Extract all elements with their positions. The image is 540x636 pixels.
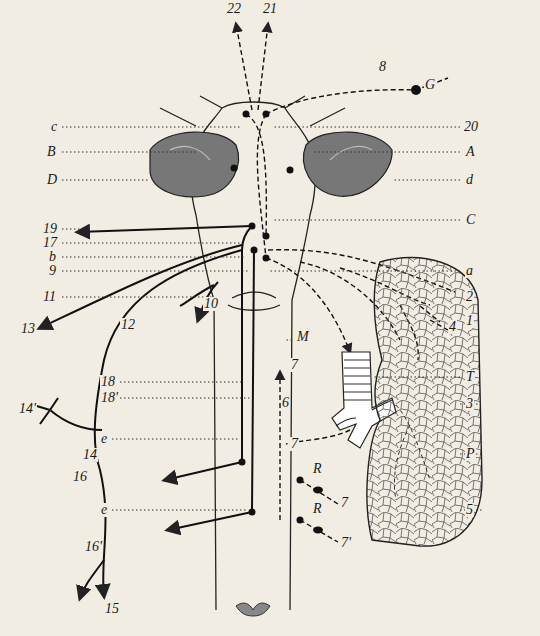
peduncle xyxy=(150,132,392,197)
motor-fibre xyxy=(30,226,254,598)
part-letter: C xyxy=(465,213,476,227)
part-letter: e xyxy=(100,432,108,446)
callout-number: 10 xyxy=(203,297,219,311)
callout-number: 21 xyxy=(262,2,278,16)
part-letter: D xyxy=(46,173,58,187)
callout-number: 14' xyxy=(18,402,37,416)
callout-number: 6 xyxy=(281,396,290,410)
part-letter: a xyxy=(465,264,474,278)
cord-section xyxy=(236,603,270,616)
callout-number: 7 xyxy=(340,496,349,510)
callout-number: 19 xyxy=(42,222,58,236)
part-letter: R xyxy=(312,502,323,516)
part-letter: A xyxy=(465,145,476,159)
part-letter: M xyxy=(296,330,310,344)
callout-number: 2 xyxy=(465,290,474,304)
callout-number: 17 xyxy=(42,236,58,250)
callout-number: 16 xyxy=(72,470,88,484)
callout-number: 7' xyxy=(340,536,352,550)
callout-number: 18' xyxy=(100,391,119,405)
callout-number: 11 xyxy=(42,290,57,304)
part-letter: d xyxy=(465,173,474,187)
part-letter: P xyxy=(465,447,476,461)
callout-number: 13 xyxy=(20,322,36,336)
part-letter: c xyxy=(50,120,58,134)
callout-number: 16' xyxy=(84,540,103,554)
part-letter: T xyxy=(465,370,475,384)
part-letter: e xyxy=(100,503,108,517)
callout-number: 3 xyxy=(465,397,474,411)
part-letter: b xyxy=(48,250,57,264)
part-letter: G xyxy=(424,78,436,92)
part-letter: R xyxy=(312,462,323,476)
callout-number: 7 xyxy=(290,437,299,451)
callout-number: 1 xyxy=(465,314,474,328)
callout-number: 20 xyxy=(463,120,479,134)
callout-number: 4 xyxy=(448,320,457,334)
callout-number: 22 xyxy=(226,2,242,16)
callout-number: 7 xyxy=(290,358,299,372)
callout-number: 14 xyxy=(82,448,98,462)
callout-number: 8 xyxy=(378,60,387,74)
callout-number: 5 xyxy=(465,503,474,517)
callout-number: 18 xyxy=(100,375,116,389)
callout-number: 15 xyxy=(104,602,120,616)
part-letter: B xyxy=(46,145,57,159)
callout-number: 9 xyxy=(48,264,57,278)
callout-number: 12 xyxy=(120,318,136,332)
leader-line xyxy=(62,127,482,510)
lung xyxy=(360,245,490,555)
